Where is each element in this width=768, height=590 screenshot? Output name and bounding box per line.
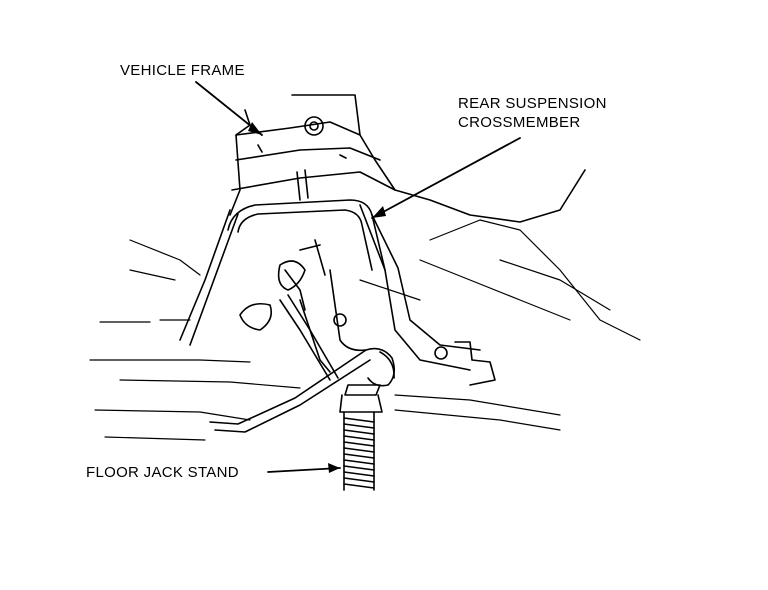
linkage-rods (179, 209, 339, 381)
leader-arrowheads (248, 122, 386, 473)
frame-bracket (227, 169, 386, 271)
rear-suspension-crossmember (299, 204, 496, 386)
crossmember-leader (371, 137, 521, 219)
vehicle-frame-label: VEHICLE FRAME (120, 62, 245, 79)
jack-stand-leader (267, 467, 341, 473)
ground-sketch-lines (89, 219, 641, 441)
rear-suspension-label-line1: REAR SUSPENSION (458, 95, 607, 112)
crossmember-label-line2: CROSSMEMBER (458, 114, 581, 131)
vehicle-frame-arrowhead (248, 122, 262, 135)
floor-jack-stand-label: FLOOR JACK STAND (86, 464, 239, 481)
vehicle-frame-outline (229, 94, 586, 223)
leader-lines (195, 81, 521, 473)
crossmember-arrowhead (372, 206, 386, 218)
floor-jack-stand (339, 384, 383, 491)
jack-stand-arrowhead (328, 463, 340, 473)
